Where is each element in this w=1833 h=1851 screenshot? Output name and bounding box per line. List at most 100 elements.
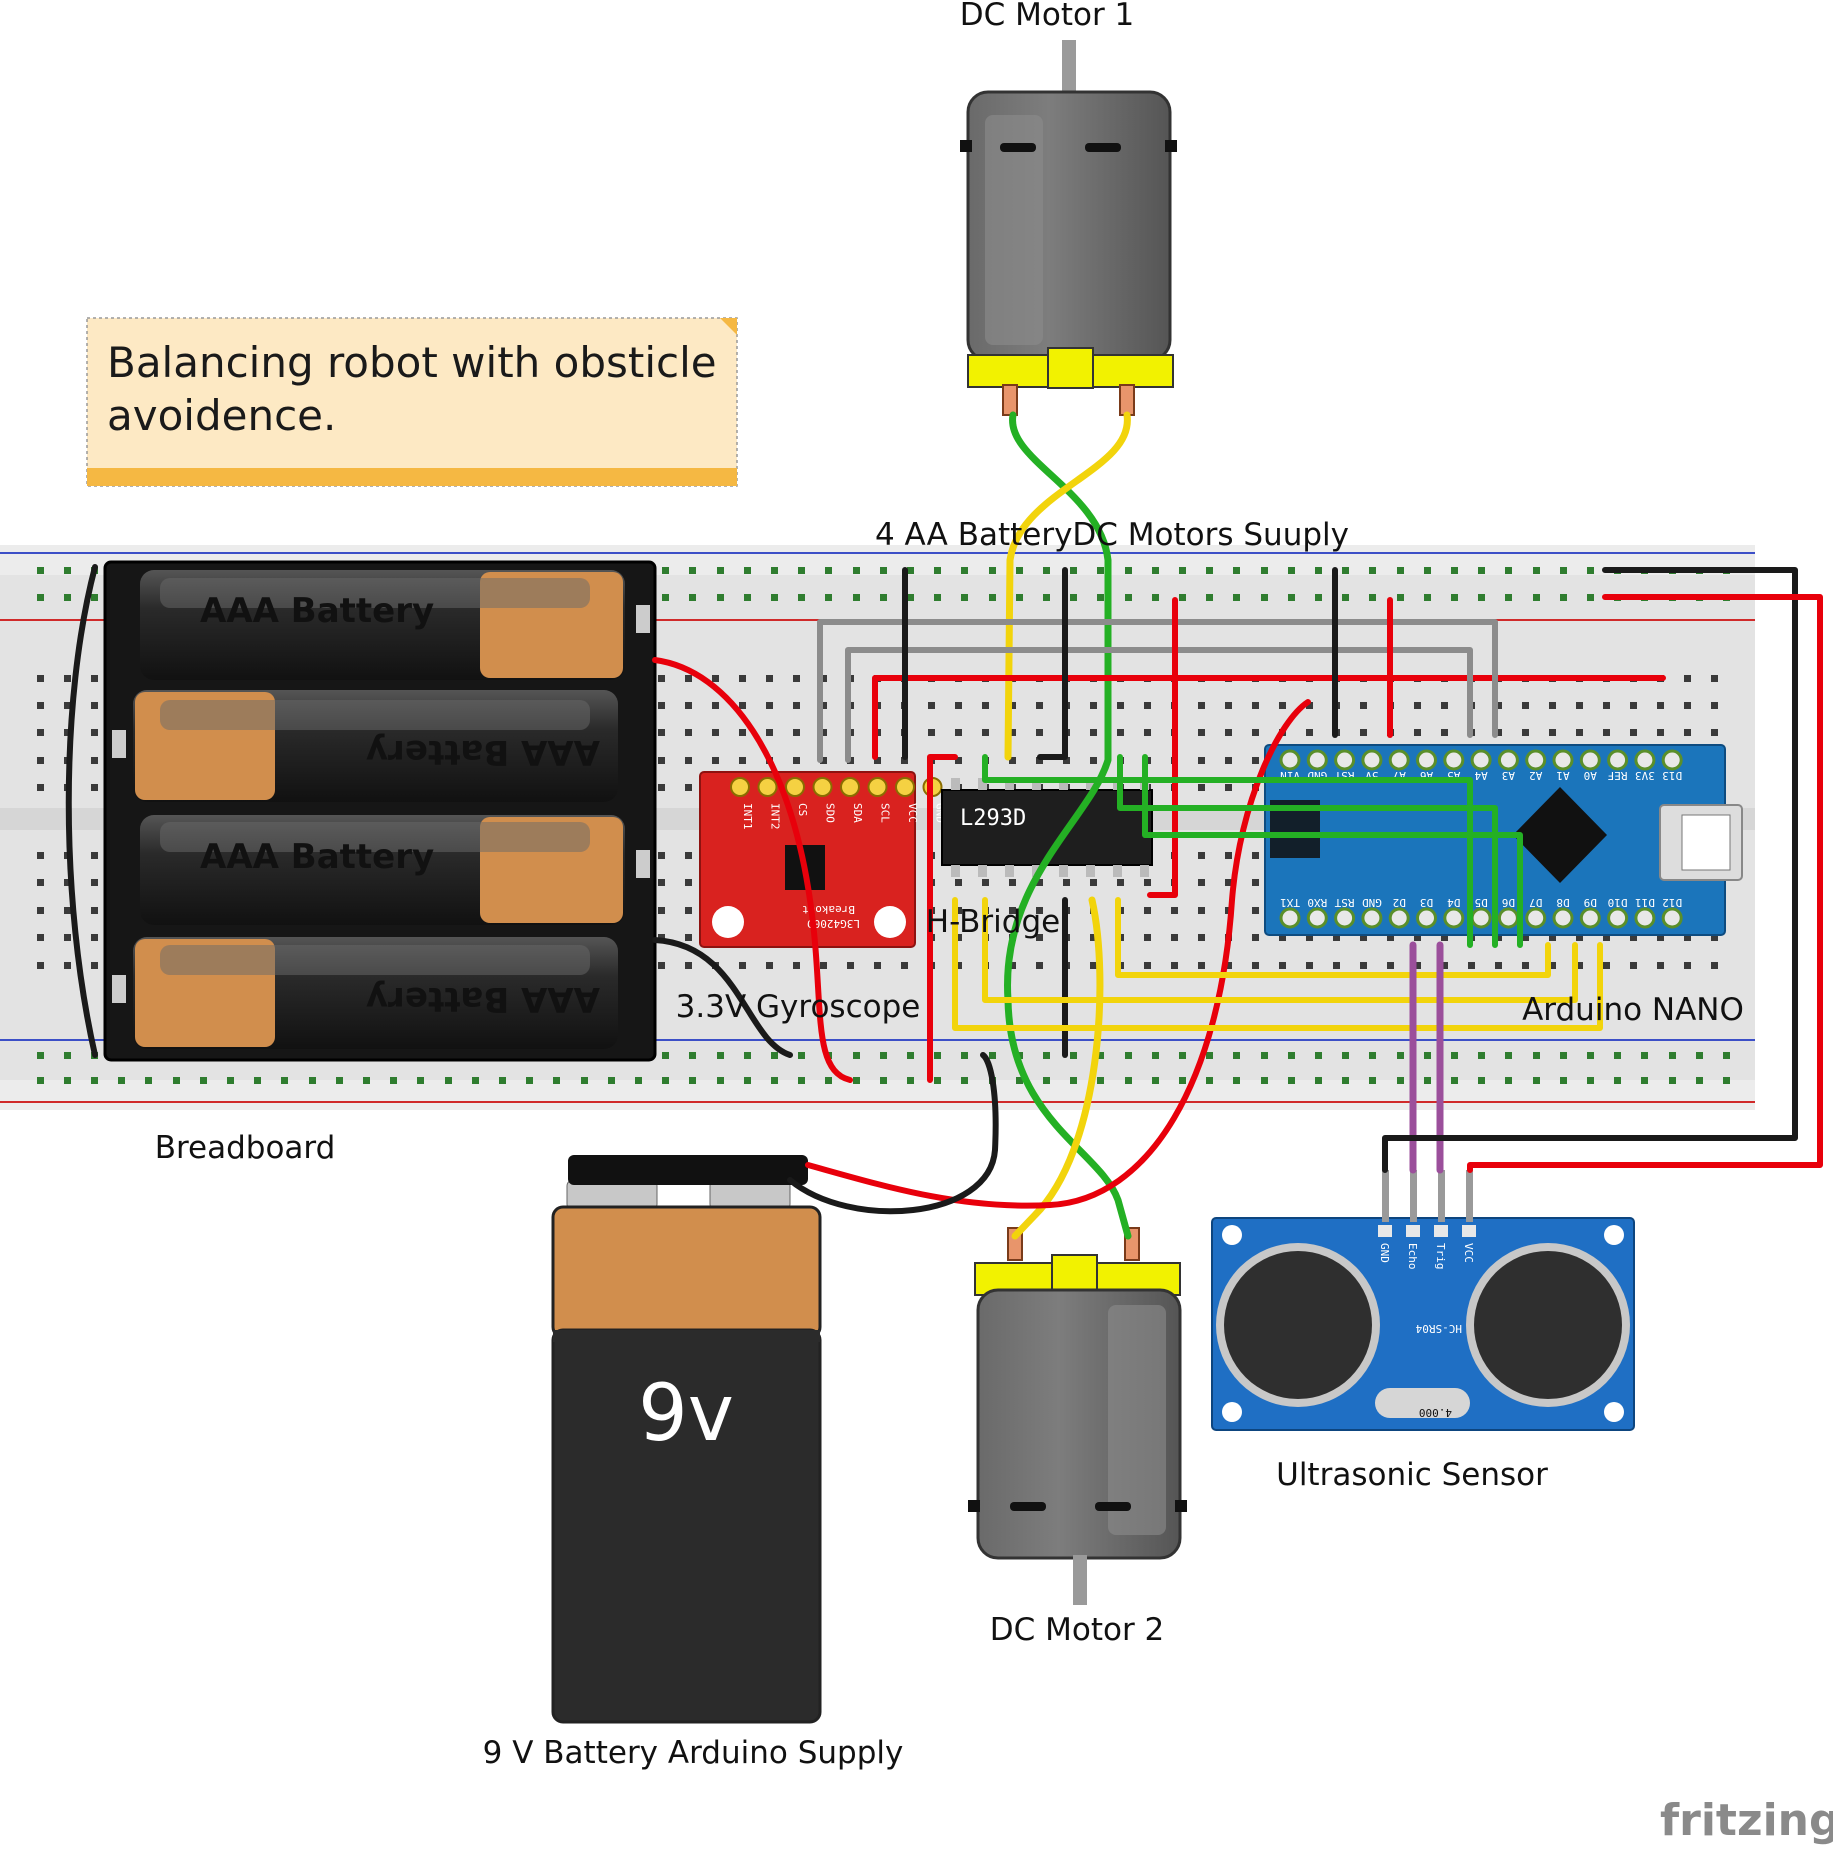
breadboard-hole	[955, 729, 962, 736]
breadboard-hole	[1279, 934, 1286, 941]
rail-hole	[1206, 1077, 1213, 1084]
breadboard-hole	[1306, 729, 1313, 736]
battery-9v: 9v	[551, 1155, 822, 1724]
rail-hole	[771, 1077, 778, 1084]
breadboard-hole	[1657, 729, 1664, 736]
rail-hole	[1560, 594, 1567, 601]
rail-hole	[363, 1077, 370, 1084]
rail-hole	[1261, 1052, 1268, 1059]
rail-hole	[1397, 1052, 1404, 1059]
rail-hole	[1369, 1052, 1376, 1059]
rail-hole	[37, 1052, 44, 1059]
breadboard-hole	[685, 879, 692, 886]
rail-hole	[771, 594, 778, 601]
nano-bottom-pin-label: D6	[1502, 896, 1515, 909]
breadboard-hole	[685, 907, 692, 914]
rail-hole	[1533, 567, 1540, 574]
breadboard-hole	[1198, 907, 1205, 914]
breadboard-hole	[712, 702, 719, 709]
breadboard-hole	[91, 702, 98, 709]
breadboard-hole	[1090, 757, 1097, 764]
breadboard-hole	[1144, 962, 1151, 969]
breadboard-hole	[1009, 962, 1016, 969]
breadboard-hole	[1171, 962, 1178, 969]
rail-hole	[37, 1077, 44, 1084]
nano-bottom-pin-label: D3	[1420, 896, 1433, 909]
rail-hole	[1342, 594, 1349, 601]
gyro-pin	[840, 777, 860, 797]
rail-hole	[64, 567, 71, 574]
breadboard-hole	[64, 702, 71, 709]
breadboard-hole	[1684, 729, 1691, 736]
rail-hole	[1397, 567, 1404, 574]
rail-hole	[934, 1077, 941, 1084]
sensor-pin-label: Echo	[1406, 1243, 1419, 1270]
breadboard-hole	[1495, 962, 1502, 969]
label-h-bridge: H-Bridge	[926, 904, 1060, 940]
rail-hole	[118, 1077, 125, 1084]
rail-hole	[1233, 1052, 1240, 1059]
rail-hole	[934, 1052, 941, 1059]
rail-hole	[1288, 1077, 1295, 1084]
breadboard-hole	[685, 934, 692, 941]
breadboard-hole	[1360, 702, 1367, 709]
breadboard-hole	[1090, 879, 1097, 886]
breadboard-hole	[1063, 879, 1070, 886]
rail-hole	[1152, 594, 1159, 601]
gyro-pin-label: INT2	[769, 803, 782, 830]
gyro-sub: Breakout	[802, 903, 855, 916]
rail-hole	[173, 1077, 180, 1084]
breadboard-hole	[1441, 962, 1448, 969]
gyro-name: L3G4200D	[807, 917, 860, 930]
fritzing-logo: fritzing	[1660, 1795, 1833, 1846]
breadboard-hole	[91, 852, 98, 859]
breadboard-hole	[1603, 702, 1610, 709]
breadboard-hole	[91, 675, 98, 682]
rail-hole	[1125, 594, 1132, 601]
breadboard-hole	[91, 784, 98, 791]
breadboard-hole	[1684, 934, 1691, 941]
rail-hole	[1261, 567, 1268, 574]
nano-top-pin	[1552, 749, 1574, 771]
breadboard-hole	[1306, 702, 1313, 709]
nano-bottom-pin	[1497, 907, 1519, 929]
breadboard-hole	[793, 729, 800, 736]
aaa-battery-pack: AAA Battery AAA Battery AAA Battery AAA …	[103, 560, 657, 1062]
aaa-cell-label-2: AAA Battery	[366, 732, 600, 772]
rail-hole	[336, 1077, 343, 1084]
breadboard-hole	[955, 907, 962, 914]
rail-hole	[254, 1077, 261, 1084]
breadboard-hole	[1522, 962, 1529, 969]
nano-bottom-pin-label: D8	[1556, 896, 1569, 909]
breadboard-hole	[1036, 907, 1043, 914]
aaa-cell-1: AAA Battery	[140, 570, 625, 680]
nano-bottom-pin	[1634, 907, 1656, 929]
nano-bottom-pin-label: GND	[1362, 896, 1382, 909]
aaa-cell-4: AAA Battery	[133, 937, 618, 1049]
rail-hole	[281, 1077, 288, 1084]
nano-bottom-pin	[1279, 907, 1301, 929]
breadboard-hole	[820, 962, 827, 969]
rail-hole	[1424, 1077, 1431, 1084]
gyro-pin	[785, 777, 805, 797]
rail-hole	[989, 567, 996, 574]
rail-hole	[689, 1077, 696, 1084]
chip-pin	[951, 865, 960, 877]
rail-hole	[961, 594, 968, 601]
rail-hole	[689, 594, 696, 601]
rail-hole	[1233, 567, 1240, 574]
rail-hole	[1587, 1052, 1594, 1059]
rail-hole	[853, 594, 860, 601]
rail-hole	[1261, 594, 1268, 601]
breadboard-hole	[1252, 852, 1259, 859]
rail-hole	[1315, 567, 1322, 574]
rail-hole	[961, 567, 968, 574]
rail-hole	[1342, 1052, 1349, 1059]
breadboard-hole	[1198, 729, 1205, 736]
breadboard-hole	[1360, 962, 1367, 969]
breadboard-hole	[37, 907, 44, 914]
rail-hole	[390, 1077, 397, 1084]
breadboard-hole	[1414, 729, 1421, 736]
